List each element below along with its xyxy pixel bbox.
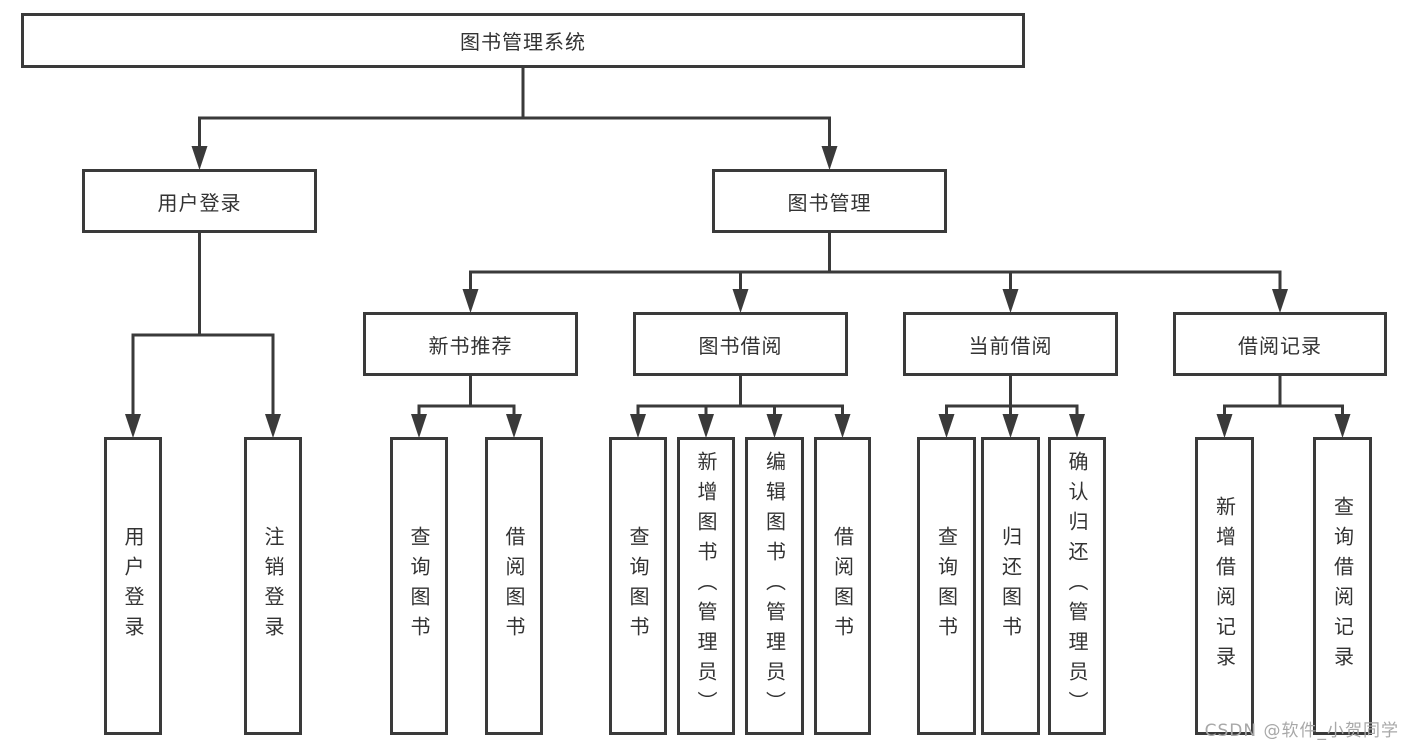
node-label-v-add-book: 新增图书（管理员）: [694, 451, 718, 721]
node-v-edit-book: 编辑图书（管理员）: [745, 437, 804, 735]
node-current-borrow: 当前借阅: [903, 312, 1118, 376]
node-new-book-rec: 新书推荐: [363, 312, 578, 376]
arrowhead: [630, 414, 646, 438]
node-v-query-book-bor: 查询图书: [609, 437, 667, 735]
arrowhead: [938, 414, 955, 438]
node-label-book-borrow: 图书借阅: [698, 333, 783, 358]
node-v-query-book-new: 查询图书: [390, 437, 448, 735]
arrowhead: [462, 289, 479, 313]
node-label-v-add-record: 新增借阅记录: [1212, 496, 1237, 676]
node-label-v-user-login: 用户登录: [121, 526, 145, 646]
node-book-mgmt: 图书管理: [712, 169, 947, 233]
node-v-logout: 注销登录: [244, 437, 302, 735]
arrowhead: [1216, 414, 1233, 438]
arrowhead: [1002, 289, 1019, 313]
node-label-book-mgmt: 图书管理: [787, 190, 872, 215]
arrowhead: [125, 414, 141, 438]
arrowhead: [1002, 414, 1019, 438]
arrowhead: [732, 289, 749, 313]
node-label-v-confirm-return: 确认归还（管理员）: [1065, 451, 1089, 721]
arrowhead: [191, 146, 208, 170]
node-book-borrow: 图书借阅: [633, 312, 848, 376]
node-v-borrow-book: 借阅图书: [814, 437, 871, 735]
node-v-borrow-book-new: 借阅图书: [485, 437, 543, 735]
node-label-v-borrow-book-new: 借阅图书: [502, 526, 526, 646]
arrowhead: [506, 414, 522, 438]
node-root: 图书管理系统: [21, 13, 1025, 68]
node-v-confirm-return: 确认归还（管理员）: [1048, 437, 1106, 735]
arrowhead: [834, 414, 851, 438]
node-label-v-edit-book: 编辑图书（管理员）: [762, 451, 787, 721]
node-v-user-login: 用户登录: [104, 437, 162, 735]
arrowhead: [411, 414, 427, 438]
node-v-query-book-cur: 查询图书: [917, 437, 976, 735]
node-v-return-book: 归还图书: [981, 437, 1040, 735]
arrowhead: [265, 414, 281, 438]
node-label-current-borrow: 当前借阅: [968, 333, 1053, 358]
node-label-user-login: 用户登录: [157, 190, 242, 215]
node-v-query-record: 查询借阅记录: [1313, 437, 1372, 735]
arrowhead: [1334, 414, 1351, 438]
node-label-v-borrow-book: 借阅图书: [830, 526, 855, 646]
node-label-v-query-book-cur: 查询图书: [934, 526, 959, 646]
node-label-v-query-book-new: 查询图书: [407, 526, 431, 646]
arrowhead: [766, 414, 783, 438]
node-label-v-logout: 注销登录: [261, 526, 285, 646]
node-label-root: 图书管理系统: [460, 30, 586, 54]
arrowhead: [1069, 414, 1085, 438]
node-label-v-return-book: 归还图书: [998, 526, 1023, 646]
node-label-borrow-records: 借阅记录: [1238, 333, 1322, 358]
node-user-login: 用户登录: [82, 169, 317, 233]
arrowhead: [821, 146, 838, 170]
node-label-v-query-book-bor: 查询图书: [626, 526, 650, 646]
arrowhead: [1272, 289, 1288, 313]
watermark: CSDN @软件_小贺同学: [1204, 721, 1399, 741]
arrowhead: [698, 414, 714, 438]
node-v-add-record: 新增借阅记录: [1195, 437, 1254, 735]
node-label-v-query-record: 查询借阅记录: [1330, 496, 1355, 676]
node-borrow-records: 借阅记录: [1173, 312, 1387, 376]
node-v-add-book: 新增图书（管理员）: [677, 437, 735, 735]
node-label-new-book-rec: 新书推荐: [428, 333, 513, 358]
